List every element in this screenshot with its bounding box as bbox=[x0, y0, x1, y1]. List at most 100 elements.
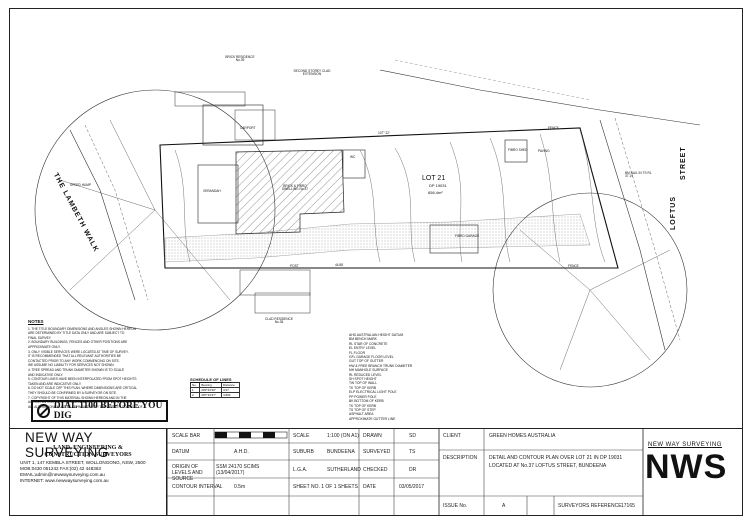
checked-label: CHECKED bbox=[363, 467, 388, 473]
datum-label: DATUM bbox=[172, 449, 190, 455]
label-garage: FIBRO GARAGE bbox=[455, 234, 480, 238]
label-brick-residence: BRICK RESIDENCE No.39 bbox=[225, 55, 255, 63]
logo-company-name: NEW WAY SURVEYING bbox=[648, 442, 722, 448]
note-line: 7. COPYRIGHT OF THIS MATERIAL SHOWN HERE… bbox=[28, 395, 127, 400]
legend-line: ELP ELECTRICAL LIGHT POLE bbox=[349, 390, 397, 395]
legend-line: TK TOP OF KERB bbox=[349, 385, 377, 390]
legend-line: RL REDUCED LEVEL bbox=[349, 372, 382, 377]
note-line: ALL ALTERATIONS MUST BE APPROVED WITH TH… bbox=[28, 404, 143, 409]
label-clad-residence: CLAD RESIDENCE No.35 bbox=[265, 317, 293, 325]
note-line: 5. CONTOUR LINES HAVE BEEN INTERPOLATED … bbox=[28, 377, 137, 382]
address-line: INTERNET: www.newwaysurveying.com.au bbox=[20, 478, 109, 483]
company-subtitle-line: CONSTRUCTION SURVEYORS bbox=[44, 452, 132, 458]
label-shed: FIBRO SHED bbox=[508, 148, 528, 152]
address-line: UNIT 1, 147 KEMBLA STREET, WOLLONGONG, N… bbox=[20, 460, 146, 465]
tree-canopy-right bbox=[492, 192, 688, 388]
dwelling-footprint bbox=[235, 149, 345, 235]
note-line: ACCOMPANYING DATA FILES BELONGS TO NEW W… bbox=[28, 400, 145, 405]
scale-bar-label: SCALE BAR bbox=[172, 433, 201, 439]
label-paving: PAVING bbox=[538, 149, 550, 153]
client-value: GREEN HOMES AUSTRALIA bbox=[489, 433, 556, 439]
company-name: NEW WAY SURVEYING bbox=[25, 430, 109, 460]
note-line: 6. DO NOT SCALE OFF THIS PLAN. WHERE DIM… bbox=[28, 386, 138, 391]
legend-line: FL FLOOR bbox=[349, 350, 365, 355]
note-line: 3. ONLY VISIBLE SERVICES WERE LOCATED AT… bbox=[28, 349, 129, 354]
company-address: UNIT 1, 147 KEMBLA STREET, WOLLONGONG, N… bbox=[20, 460, 146, 484]
label-speed-hump: SPEED HUMP bbox=[70, 183, 92, 187]
lot-area: 656.4m² bbox=[428, 190, 443, 195]
lot-number: LOT 21 bbox=[422, 175, 446, 182]
drawn-value: SD bbox=[409, 433, 416, 439]
description-value-2: LOCATED AT No.37 LOFTUS STREET, BUNDEENA bbox=[489, 463, 607, 469]
note-line: 1. THE TITLE BOUNDARY DIMENSIONS AND ANG… bbox=[28, 326, 136, 331]
label-fence-bottom: FENCE bbox=[568, 264, 579, 268]
lga-value: SUTHERLAND bbox=[327, 467, 361, 473]
schedule-of-lines: SCHEDULE OF LINES No. Bearing Distance 1… bbox=[189, 377, 241, 398]
table-cell: 4.800 bbox=[220, 392, 241, 398]
title-block-grid bbox=[9, 428, 743, 516]
scale-value: 1:100 (ON A1) bbox=[327, 433, 359, 439]
scale-label: SCALE bbox=[293, 433, 310, 439]
legend-line: TK TOP OF KERB bbox=[349, 403, 377, 408]
wc-block bbox=[342, 149, 366, 179]
legend-line: GFL GARAGE FLOOR LEVEL bbox=[349, 355, 394, 360]
label-wc: WC bbox=[350, 155, 356, 159]
note-line: THEY SHOULD BE CONFIRMED BY A SURVEYOR O… bbox=[28, 390, 117, 395]
notes-panel: NOTES 1. THE TITLE BOUNDARY DIMENSIONS A… bbox=[28, 320, 178, 409]
company-subtitle-line: LAND, ENGINEERING & bbox=[53, 445, 123, 451]
label-carport: CARPORT bbox=[240, 126, 256, 130]
legend-panel: AHD AUSTRALIAN HEIGHT DATUM BM BENCH MAR… bbox=[349, 333, 412, 421]
lot-dp: DP 19031 bbox=[429, 183, 447, 188]
address-line: EMAIL:admin@newwaysurveying.com.au bbox=[20, 472, 105, 477]
legend-line: GUT TOP OF GUTTER bbox=[349, 359, 384, 364]
title-block: NEW WAY SURVEYING LAND, ENGINEERING & CO… bbox=[9, 428, 743, 516]
label-second-storey: SECOND STOREY CLAD EXTENSION bbox=[293, 69, 331, 77]
table-cell: 2 bbox=[189, 392, 201, 398]
datum-value: A.H.D. bbox=[234, 449, 249, 455]
description-value-1: DETAIL AND CONTOUR PLAN OVER LOT 21 IN D… bbox=[489, 455, 623, 461]
note-line: FINAL SURVEY. bbox=[28, 335, 52, 340]
lga-label: L.G.A. bbox=[293, 467, 308, 473]
note-line: TAKEN AND ARE INDICATIVE ONLY. bbox=[28, 381, 82, 386]
note-line: 4. TREE SPREAD AND TRUNK DIAMETER SHOWN … bbox=[28, 367, 125, 372]
note-line: 2. BOUNDARY BUILDINGS, FENCES AND OTHER … bbox=[28, 340, 128, 345]
contour-value: 0.5m bbox=[234, 484, 246, 490]
sheet-label: SHEET NO. 1 OF 1 SHEETS bbox=[293, 484, 358, 490]
notes-title: NOTES bbox=[28, 320, 44, 324]
label-verandah: VERANDAH bbox=[203, 189, 221, 193]
origin-label: ORIGIN OF LEVELS AND SOURCE bbox=[172, 464, 203, 482]
note-line: AND INDICATIVE ONLY. bbox=[28, 372, 64, 377]
dial-before-you-dig-banner: DIAL 1100 BEFORE YOU DIG bbox=[31, 400, 168, 422]
schedule-table: No. Bearing Distance 1 283°43'30" 4.07 2… bbox=[189, 382, 241, 398]
checked-value: DR bbox=[409, 467, 417, 473]
dial-label: DIAL 1100 BEFORE YOU DIG bbox=[53, 401, 163, 421]
legend-line: TW TOP OF WALL bbox=[349, 381, 377, 386]
legend-line: RL STAR OF CONCRETE bbox=[349, 341, 388, 346]
table-row: 2 287°43'37" 4.800 bbox=[189, 392, 241, 398]
ref-label: SURVEYORS REFERENCE bbox=[558, 503, 622, 509]
company-subtitle: LAND, ENGINEERING & CONSTRUCTION SURVEYO… bbox=[43, 445, 133, 459]
note-line: ARE DETERMINED BY TITLE DATA ONLY AND AR… bbox=[28, 331, 125, 336]
ref-value: 17165 bbox=[621, 503, 635, 509]
legend-line: ASPHALT AREA bbox=[349, 412, 374, 417]
bearing-south: 44.88 bbox=[335, 263, 343, 267]
legend-line: PP POWER POLE bbox=[349, 394, 377, 399]
note-line: CONTACTED PRIOR TO ANY WORK COMMENCING O… bbox=[28, 358, 120, 363]
date-value: 03/05/2017 bbox=[399, 484, 425, 490]
origin-value: SSM 24170 SCIMS (13/04/2017) bbox=[216, 464, 260, 476]
legend-line: SH SPOT HEIGHT bbox=[349, 377, 377, 382]
legend-line: HW & FREE BRANCH TRUNK DIAMETER bbox=[349, 363, 413, 368]
date-label: DATE bbox=[363, 484, 376, 490]
contour-label: CONTOUR INTERVAL bbox=[172, 484, 223, 490]
description-label: DESCRIPTION bbox=[443, 455, 478, 461]
legend-line: AHD AUSTRALIAN HEIGHT DATUM bbox=[349, 333, 404, 337]
logo-monogram: NWS bbox=[645, 448, 728, 486]
table-row: No. Bearing Distance bbox=[189, 382, 241, 388]
surveyed-value: TS bbox=[409, 449, 416, 455]
street-name-loftus: LOFTUS bbox=[670, 196, 677, 230]
bearing-north: 107° 22' bbox=[378, 131, 390, 135]
legend-line: TS TOP OF STEP bbox=[349, 407, 376, 412]
drawn-label: DRAWN bbox=[363, 433, 382, 439]
surveyed-label: SURVEYED bbox=[363, 449, 391, 455]
address-line: MOB:0430 051242 FAX:(02) 42 448363 bbox=[20, 466, 101, 471]
